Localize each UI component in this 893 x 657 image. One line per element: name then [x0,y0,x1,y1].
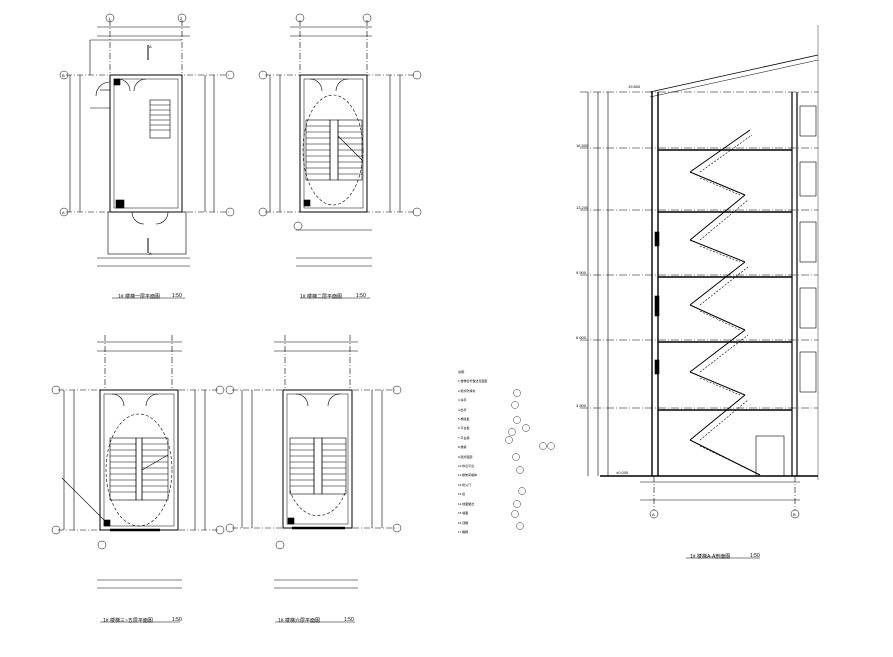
level-mark: 9.900 [576,270,587,275]
note-line: 8.梯梁 [458,445,467,450]
plan-2 [265,20,415,299]
axis-label: A [652,512,655,517]
level-mark: 13.200 [576,205,589,210]
plan-2-title: 1# 楼梯二层平面图 [300,294,342,300]
axis-label: 2 [180,16,183,21]
plan-4-title: 1# 楼梯六层平面图 [278,618,320,624]
note-line: 10.休息平台 [458,464,475,469]
note-line: 说明: [458,370,465,374]
plan-3-scale: 1:50 [172,617,182,623]
level-mark: 19.800 [628,84,641,89]
note-line: 4.栏杆 [458,407,467,412]
plan-4 [232,335,395,623]
axis-label: A [62,210,65,215]
note-line: 1.楼梯栏杆做法见图集 [458,379,488,384]
note-line: 9.踏步面层 [458,454,473,459]
section-scale: 1:50 [750,553,760,559]
note-line: 13.窗 [458,492,466,497]
axis-label: 1 [108,16,111,21]
level-mark: 3.300 [576,403,587,408]
note-line: 7.平台梁 [458,435,470,440]
section-title: 1# 楼梯A-A剖面图 [690,554,731,560]
note-line: 15.墙面 [458,511,469,516]
plan-1-scale: 1:50 [172,293,182,299]
note-line: 12.防火门 [458,482,472,487]
level-mark: ±0.000 [616,470,629,475]
note-line: 3.扶手 [458,398,467,403]
note-line: 5.梯段板 [458,417,470,422]
plan-3 [58,335,218,623]
section-view [580,25,819,559]
plan-1 [66,20,230,299]
plan-4-scale: 1:50 [344,617,354,623]
plan-2-scale: 1:50 [356,293,366,299]
note-line: 16.顶棚 [458,520,469,525]
section-mark: A [149,251,152,256]
section-mark: A [149,44,152,49]
detail-symbols [505,389,555,530]
note-line: 14.地面做法 [458,501,475,506]
axis-bubbles [51,13,800,550]
plan-3-title: 1# 楼梯三~五层平面图 [103,618,153,624]
level-mark: 6.600 [576,335,587,340]
note-line: 11.楼梯间墙体 [458,473,477,478]
note-line: 17.踢脚 [458,529,469,534]
axis-label: B [62,73,65,78]
note-line: 2.踏步防滑条 [458,388,476,393]
note-line: 6.平台板 [458,426,470,431]
notes-list: 说明: 1.楼梯栏杆做法见图集 2.踏步防滑条 3.扶手 4.栏杆 5.梯段板 … [458,368,508,537]
axis-label: B [793,512,796,517]
plan-1-title: 1# 楼梯一层平面图 [118,294,160,300]
level-mark: 16.500 [576,143,589,148]
